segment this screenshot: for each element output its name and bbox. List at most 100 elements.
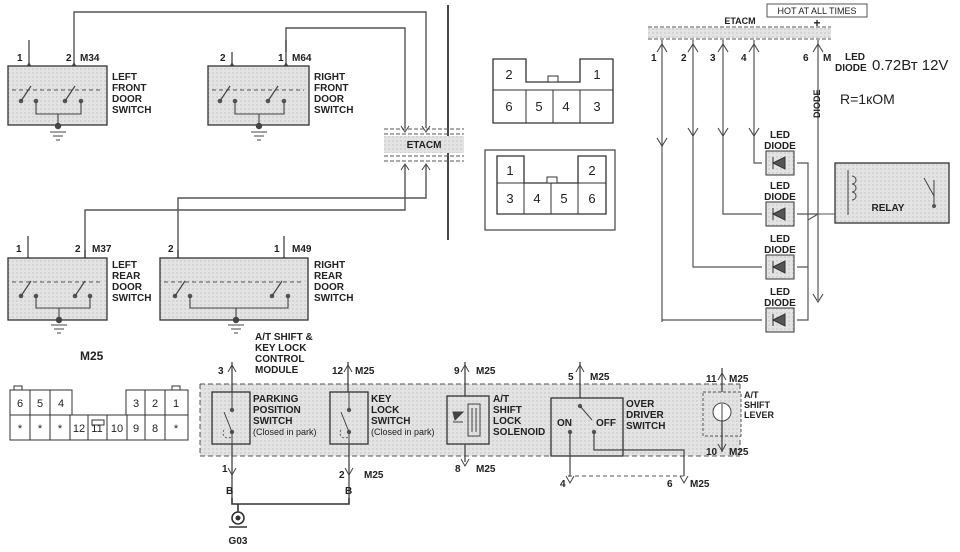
m25-cell: 11 — [91, 423, 102, 435]
relay-label: RELAY — [872, 203, 905, 214]
lever-name-line: LEVER — [744, 410, 775, 420]
off-label: OFF — [596, 418, 616, 429]
connector-label: M25 — [476, 464, 496, 475]
pin-label: 3 — [218, 366, 224, 377]
switch-name-line: LEFT — [112, 72, 137, 83]
led-2: LED DIODE — [764, 181, 796, 227]
key-lock-switch: 12 M25 2 M25 B KEY LOCK SWITCH (Closed i… — [329, 362, 435, 498]
pin-label: 2 — [168, 244, 174, 255]
connector-cell: 2 — [588, 163, 595, 178]
m25-cell: * — [38, 423, 43, 435]
led-1: LED DIODE — [764, 130, 796, 176]
switch-name-line: KEY — [371, 394, 392, 405]
pin-label: 2 — [339, 470, 345, 481]
switch-name-line: SWITCH — [626, 421, 665, 432]
pin-label: 11 — [706, 374, 717, 385]
m25-cell: 8 — [152, 423, 158, 435]
switch-name-line: RIGHT — [314, 72, 345, 83]
connector-cell: 5 — [560, 191, 567, 206]
led-label: DIODE — [764, 245, 796, 256]
pin-label: 1 — [278, 53, 284, 64]
module-title-line: A/T SHIFT & — [255, 332, 313, 343]
pin-label: 6 — [803, 53, 809, 64]
solenoid-name-line: SOLENOID — [493, 427, 545, 438]
connector-label: M25 — [355, 366, 375, 377]
led-spec: 0.72Вт 12V — [872, 57, 948, 74]
led-diode-icon — [771, 207, 786, 221]
pin-label: 5 — [568, 372, 574, 383]
switch-name-line: REAR — [112, 271, 141, 282]
switch-name-line: SWITCH — [371, 416, 410, 427]
connector-cell: 1 — [593, 67, 600, 82]
led-label: DIODE — [764, 192, 796, 203]
diode-vertical-label: DIODE — [812, 89, 822, 118]
m25-cell: 5 — [37, 398, 43, 410]
connector-label: M34 — [80, 53, 100, 64]
pin-label: 6 — [667, 479, 673, 490]
wire-color: B — [345, 486, 352, 497]
pin-label: 10 — [706, 447, 718, 458]
m25-connector: M25 6 5 4 3 2 1 * * * 12 11 10 9 8 * — [9, 349, 189, 441]
connector-label: M37 — [92, 244, 112, 255]
switch-name-line: SWITCH — [253, 416, 292, 427]
switch-name-line: SWITCH — [314, 293, 353, 304]
over-driver-switch: 5 M25 ON OFF 4 6 M25 OVER DRIVER SWITCH — [550, 362, 710, 490]
solenoid-name-line: SHIFT — [493, 405, 522, 416]
hot-at-all-times-label: HOT AT ALL TIMES — [777, 6, 856, 16]
connector-label: M25 — [729, 374, 749, 385]
switch-name-line: RIGHT — [314, 260, 345, 271]
shift-lock-solenoid: 9 M25 8 M25 A/T SHIFT LOCK SOLENOID — [446, 362, 545, 475]
pin-label: 2 — [681, 53, 687, 64]
resistor-value: R=1кОМ — [840, 91, 895, 107]
connector-cell: 4 — [562, 99, 569, 114]
connector-label: M25 — [364, 470, 384, 481]
ground-label: G03 — [229, 536, 248, 547]
diode-label: DIODE — [835, 63, 867, 74]
right-front-door-switch: 2 1 M64 RIGHT FRONT DOOR SWITCH — [207, 40, 353, 141]
connector-label: M25 — [690, 479, 710, 490]
left-front-door-switch: 1 2 M34 LEFT FRONT DOOR SWITCH — [7, 40, 151, 141]
led-label: LED — [770, 130, 790, 141]
connector-cell: 3 — [593, 99, 600, 114]
pin-label: 1 — [274, 244, 280, 255]
pin-label: 4 — [741, 53, 747, 64]
switch-note: (Closed in park) — [253, 427, 317, 437]
connector-cell: 3 — [506, 191, 513, 206]
pin-label: 8 — [455, 464, 461, 475]
switch-name-line: REAR — [314, 271, 343, 282]
switch-name-line: DOOR — [314, 282, 345, 293]
at-shift-key-lock-module: A/T SHIFT & KEY LOCK CONTROL MODULE 3 1 … — [199, 332, 775, 547]
solenoid-name-line: LOCK — [493, 416, 522, 427]
pin-label: 2 — [220, 53, 226, 64]
m25-cell: 9 — [133, 423, 139, 435]
m25-cell: * — [174, 423, 179, 435]
switch-name-line: FRONT — [112, 83, 146, 94]
switch-name-line: PARKING — [253, 394, 299, 405]
m25-cell: 12 — [73, 423, 85, 435]
wire-color: B — [226, 486, 233, 497]
led-label: DIODE — [764, 298, 796, 309]
switch-name-line: OVER — [626, 399, 655, 410]
ground-g03: G03 — [229, 511, 248, 547]
pin-label: 9 — [454, 366, 460, 377]
pin-label: 1 — [16, 244, 22, 255]
lever-name-line: A/T — [744, 390, 759, 400]
pin-label: 1 — [17, 53, 23, 64]
switch-name-line: FRONT — [314, 83, 348, 94]
m-label: M — [823, 53, 831, 64]
m25-cell: 1 — [173, 398, 179, 410]
switch-name-line: LOCK — [371, 405, 400, 416]
led-diode-icon — [771, 260, 786, 274]
pin-label: 4 — [560, 479, 566, 490]
m25-cell: * — [18, 423, 23, 435]
relay: RELAY — [818, 162, 950, 224]
m25-cell: 6 — [17, 398, 23, 410]
module-title-line: CONTROL — [255, 354, 304, 365]
lever-name-line: SHIFT — [744, 400, 771, 410]
connector-face-bottom: 1 2 3 4 5 6 — [484, 149, 616, 231]
pin-label: 12 — [332, 366, 344, 377]
led-3: LED DIODE — [764, 234, 796, 280]
solenoid-name-line: A/T — [493, 394, 509, 405]
module-title-line: KEY LOCK — [255, 343, 307, 354]
